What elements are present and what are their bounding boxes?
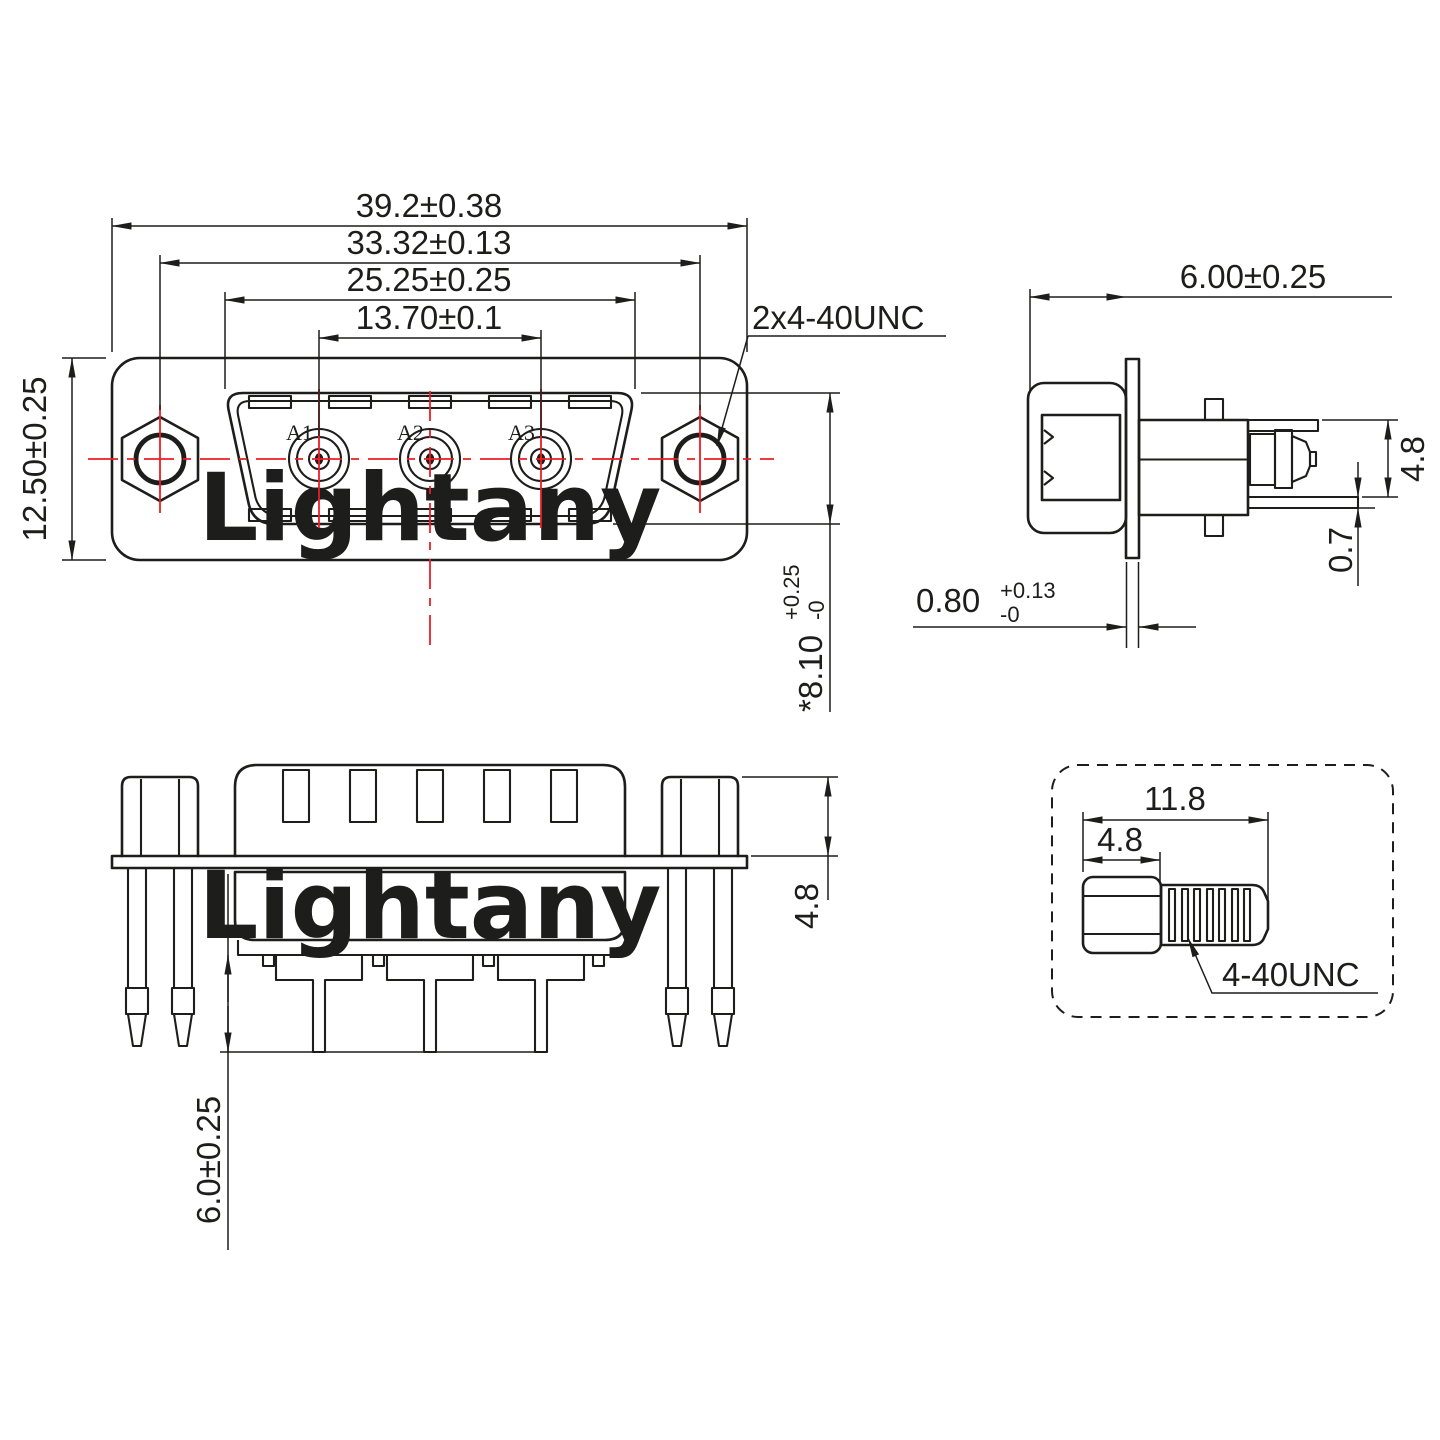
dsub-shell-inner [236,399,624,518]
watermark-bottom: Lightany [199,852,662,961]
dim-contact-spacing: 13.70±0.1 [318,299,542,436]
svg-text:0.7: 0.7 [1322,527,1359,573]
dim-pin-protrusion: 6.0±0.25 [190,874,545,1250]
screw-head [1081,875,1163,955]
right-standoff [660,775,740,858]
shield-slots [281,768,579,824]
svg-text:4.8: 4.8 [1394,436,1431,482]
dim-depth: 6.00±0.25 [1029,258,1392,391]
svg-text:4-40UNC: 4-40UNC [1222,956,1360,993]
coax-contact-side [1248,428,1318,490]
side-view: 6.00±0.25 4.8 0.7 0.80 +0.13 -0 [913,258,1431,648]
lower-insulator [233,870,627,942]
svg-text:+0.13: +0.13 [1000,578,1056,603]
svg-text:6.0±0.25: 6.0±0.25 [190,1096,227,1224]
bottom-view: 4.8 6.0±0.25 [110,763,838,1250]
svg-text:-0: -0 [804,600,829,620]
dim-terminal-thickness: 0.7 [1322,462,1375,586]
dim-body-height: 12.50±0.25 [16,357,106,561]
dim-shell-height: *8.10 +0.25 -0 [613,392,840,712]
contact-label-a1: A1 [286,420,313,445]
dim-flange-thickness: 0.80 +0.13 -0 [913,562,1196,648]
svg-text:4.8: 4.8 [788,883,825,929]
svg-text:2x4-40UNC: 2x4-40UNC [752,299,924,336]
svg-text:25.25±0.25: 25.25±0.25 [347,261,512,298]
svg-text:*8.10: *8.10 [792,635,829,712]
contact-label-a2: A2 [397,420,424,445]
dim-shell-width: 25.25±0.25 [224,261,636,389]
rear-insulator-block [1137,418,1250,517]
contact-tails [274,955,586,1054]
left-standoff [120,775,200,858]
dim-mount-hole-spacing: 33.32±0.13 [159,224,701,410]
mounting-flange [110,854,749,870]
svg-text:33.32±0.13: 33.32±0.13 [347,224,512,261]
insulator-nubs [261,953,606,968]
svg-text:13.70±0.1: 13.70±0.1 [356,299,503,336]
dim-terminal-span: 4.8 [1322,419,1431,498]
screw-head-facets [1083,894,1161,936]
boardlock-legs [124,866,736,1048]
dsub-shell-outer [226,391,634,526]
svg-text:12.50±0.25: 12.50±0.25 [16,377,53,542]
screw-thread-outline [1159,883,1270,947]
flange-side [1124,357,1141,560]
upper-shield-body [233,763,627,858]
thread-callout: 2x4-40UNC [716,299,946,447]
rear-tab-top [1203,397,1225,422]
front-view: A1 A2 A3 39.2±0.38 33.32±0.13 25.25±0.25… [16,187,946,712]
insulator-ledge [236,940,628,957]
lower-terminal [1246,495,1360,510]
screw-thread-callout: 4-40UNC [1187,937,1378,994]
svg-text:-0: -0 [1000,602,1020,627]
hex-chamfer-marks [1043,429,1055,486]
svg-text:6.00±0.25: 6.00±0.25 [1180,258,1327,295]
dim-standoff-height: 4.8 [742,776,838,929]
hex-standoff-side [1040,413,1122,502]
screw-detail: 11.8 4.8 4-40UNC [1051,764,1394,1018]
svg-text:4.8: 4.8 [1097,821,1143,858]
rear-tab-bottom [1203,513,1225,538]
svg-text:11.8: 11.8 [1144,780,1206,817]
screw-threads [1167,887,1252,943]
dim-screw-head: 4.8 [1082,821,1161,882]
dim-overall-width: 39.2±0.38 [111,187,748,352]
svg-text:39.2±0.38: 39.2±0.38 [356,187,503,224]
contact-label-a3: A3 [508,420,535,445]
svg-text:0.80: 0.80 [916,582,980,619]
svg-text:+0.25: +0.25 [779,564,804,620]
